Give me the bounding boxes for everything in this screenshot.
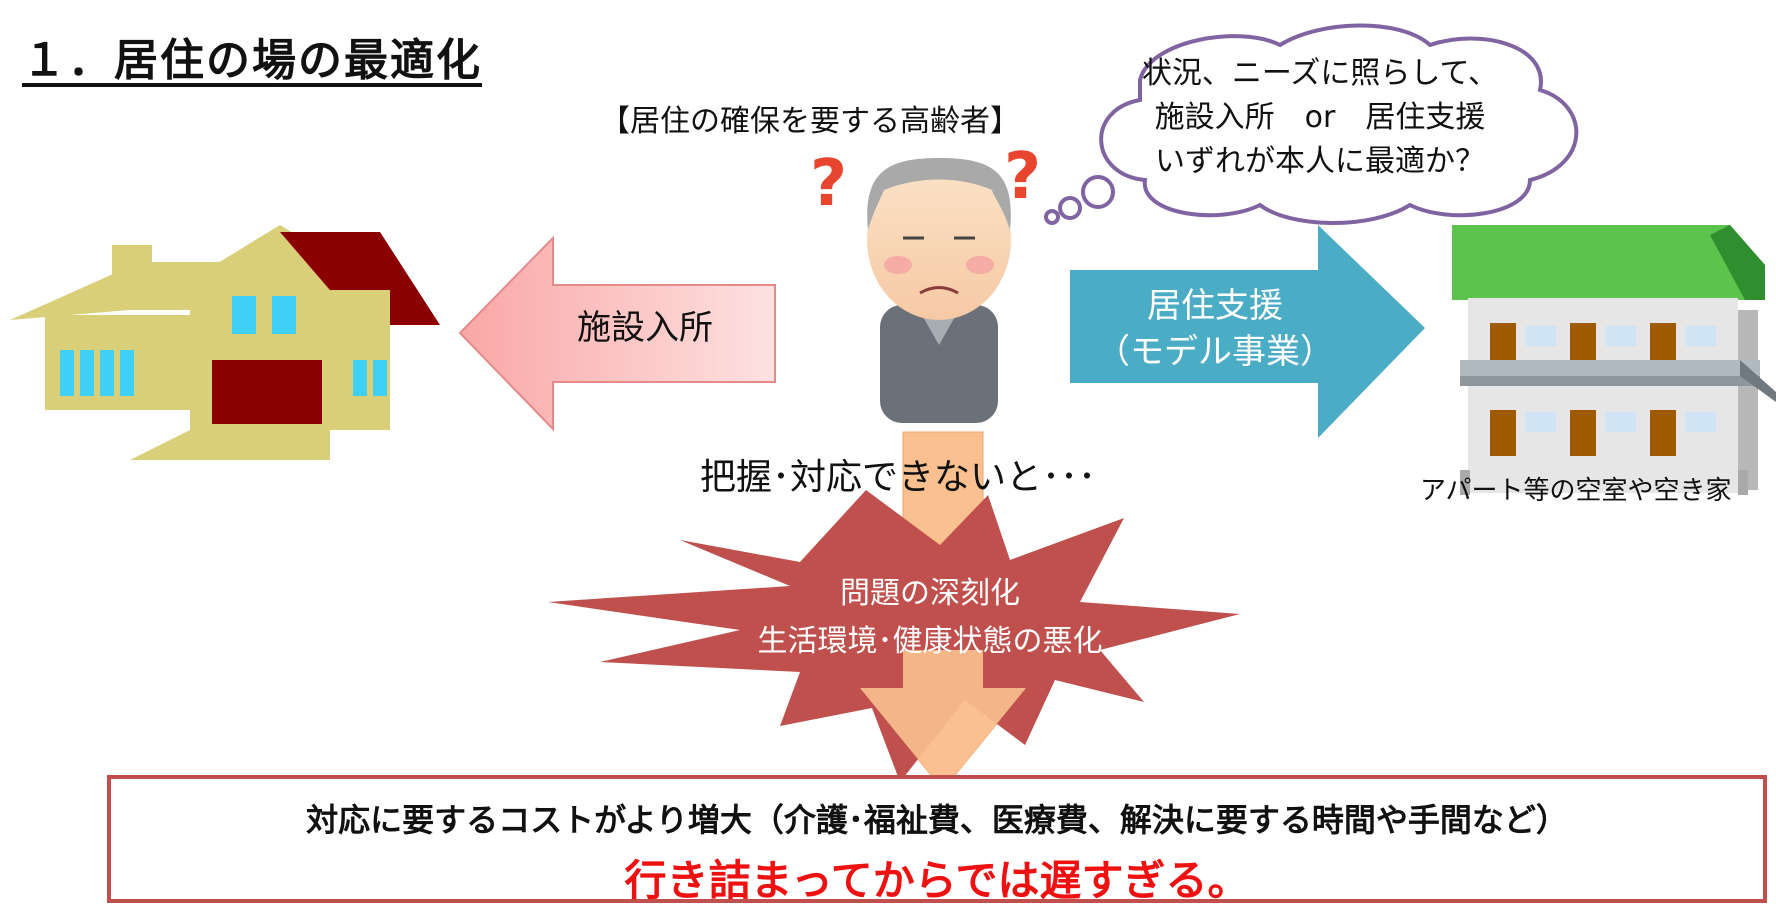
support-arrow-label: 居住支援 （モデル事業）	[1070, 283, 1360, 375]
problem-burst	[548, 490, 1240, 782]
cost-warning-box: 対応に要するコストがより増大（介護･福祉費、医療費、解決に要する時間や手間など）…	[107, 775, 1767, 905]
facility-house-icon	[10, 225, 440, 460]
thought-line-2: 施設入所 or 居住支援	[1154, 100, 1486, 135]
facility-arrow-label: 施設入所	[577, 308, 713, 348]
apartment-caption: アパート等の空室や空き家	[1420, 476, 1732, 506]
page-title: １．居住の場の最適化	[22, 35, 482, 86]
burst-line-2: 生活環境･健康状態の悪化	[757, 624, 1103, 659]
cost-warning-text: 対応に要するコストがより増大（介護･福祉費、医療費、解決に要する時間や手間など）	[306, 801, 1568, 839]
thought-bubble	[1044, 23, 1579, 225]
support-arrow-line-1: 居住支援	[1147, 286, 1283, 326]
burst-text: 問題の深刻化 生活環境･健康状態の悪化	[640, 570, 1220, 666]
svg-text:?: ?	[810, 147, 847, 221]
thought-bubble-text: 状況、ニーズに照らして、 施設入所 or 居住支援 いずれが本人に最適か？	[1120, 52, 1520, 184]
elderly-person-icon: ? ?	[810, 140, 1041, 423]
burst-line-1: 問題の深刻化	[840, 576, 1020, 611]
support-arrow-line-2: （モデル事業）	[1096, 332, 1334, 372]
support-arrow	[1070, 225, 1425, 438]
facility-arrow	[458, 235, 776, 432]
apartment-icon	[1452, 225, 1776, 495]
thought-line-1: 状況、ニーズに照らして、	[1141, 56, 1499, 91]
subject-label: 【居住の確保を要する高齢者】	[600, 104, 1020, 139]
grasp-warning-text: 把握･対応できないと･･･	[700, 457, 1097, 498]
svg-text:?: ?	[1004, 140, 1041, 214]
too-late-warning: 行き詰まってからでは遅すぎる。	[624, 856, 1250, 905]
thought-line-3: いずれが本人に最適か？	[1155, 144, 1485, 179]
